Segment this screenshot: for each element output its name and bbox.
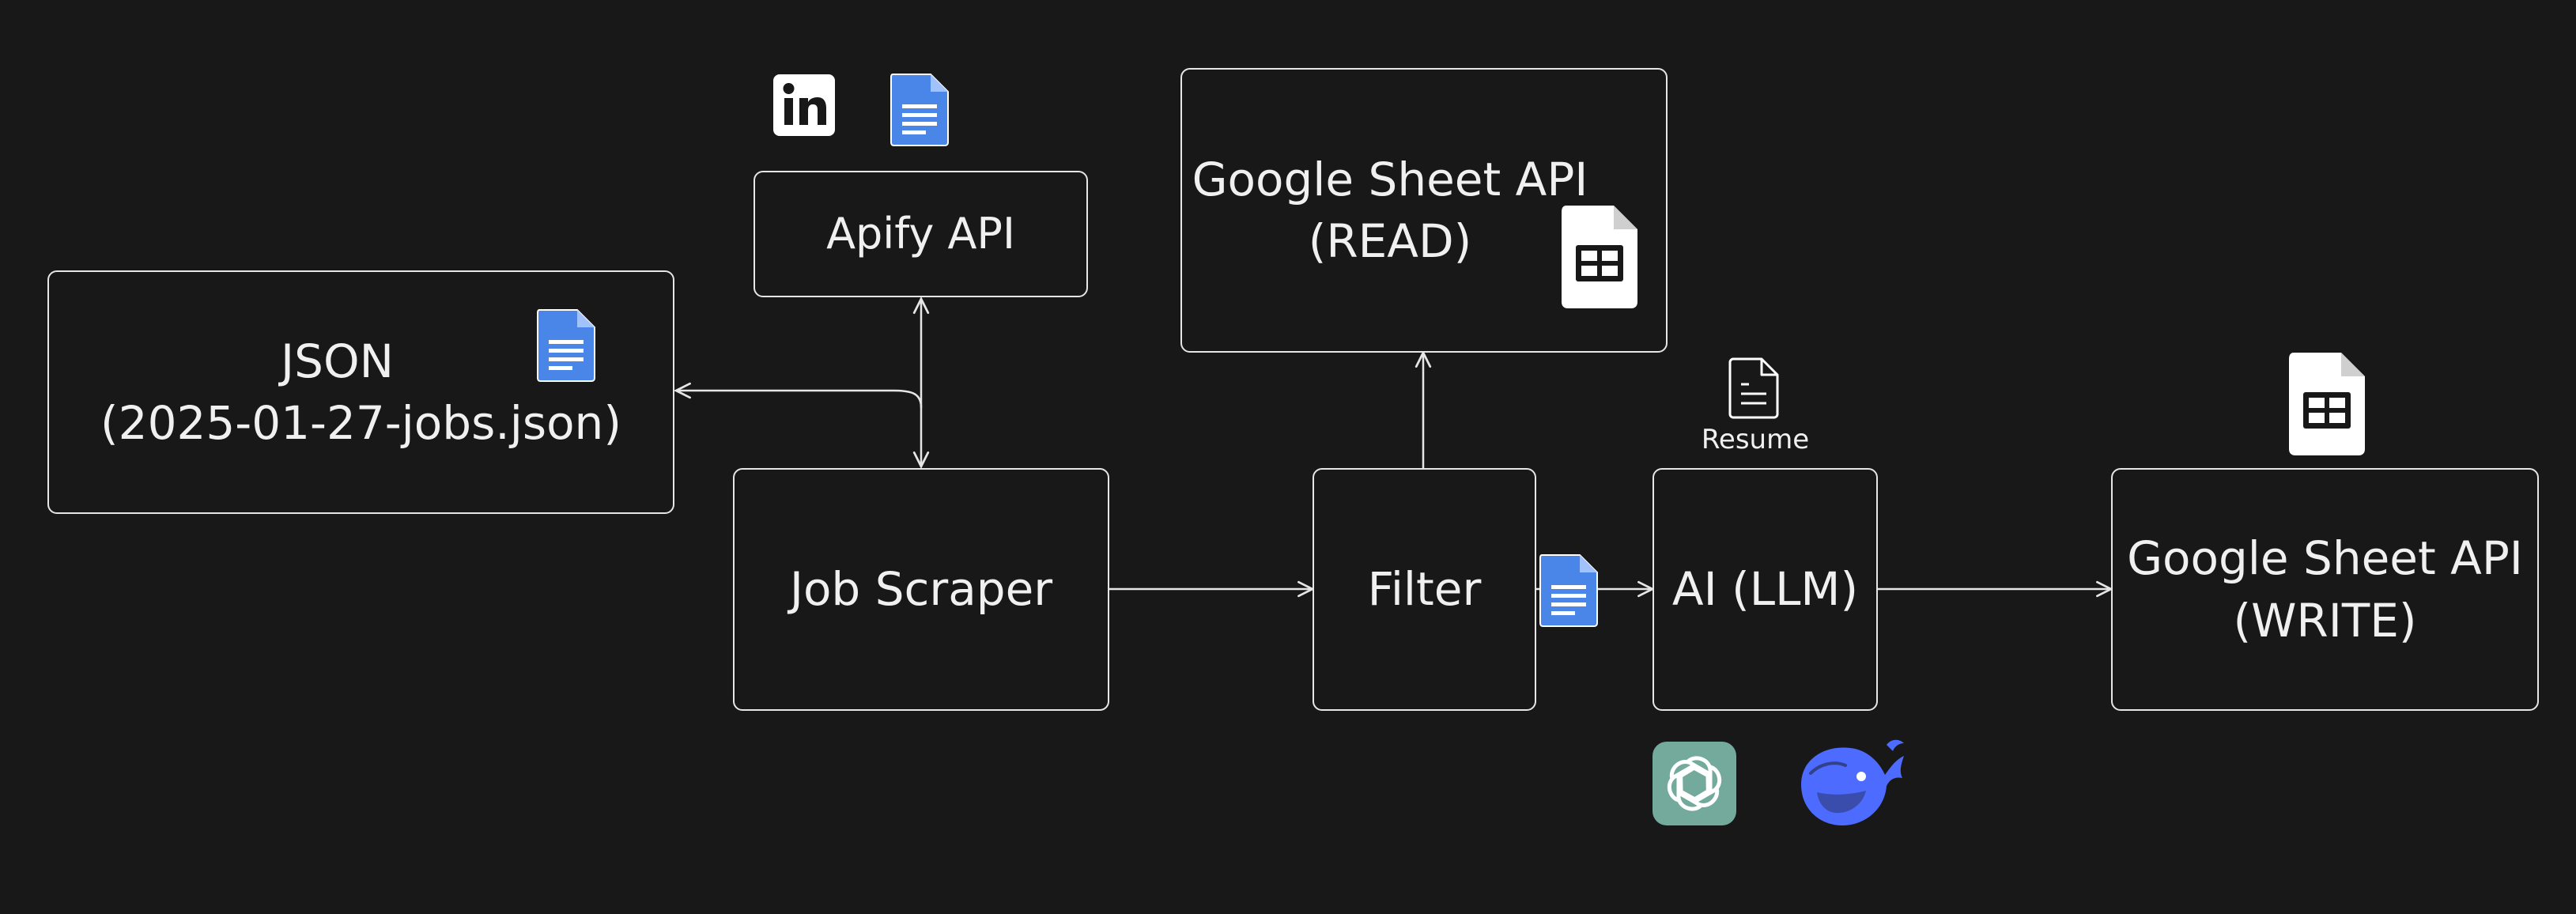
ai-llm-node: AI (LLM) — [1652, 468, 1878, 711]
json-file-icon — [537, 309, 595, 382]
sheet-read-mode: (READ) — [1308, 214, 1472, 268]
filter-title: Filter — [1367, 562, 1482, 617]
arrow-scraper-json — [676, 391, 923, 409]
sheet-write-mode: (WRITE) — [2233, 593, 2417, 648]
sheet-write-title: Google Sheet API — [2127, 531, 2523, 586]
resume-label: Resume — [1701, 424, 1810, 455]
json-store-node: JSON (2025-01-27-jobs.json) — [47, 270, 674, 514]
google-sheets-icon — [1562, 206, 1637, 308]
apify-api-title: Apify API — [826, 208, 1015, 259]
resume-file-icon — [1728, 357, 1779, 419]
apify-api-node: Apify API — [754, 171, 1088, 297]
linkedin-icon — [773, 74, 835, 136]
json-store-title: JSON — [281, 334, 394, 388]
google-sheets-write-icon — [2289, 353, 2365, 455]
sheet-read-node: Google Sheet API (READ) — [1180, 68, 1668, 353]
job-scraper-title: Job Scraper — [789, 562, 1053, 617]
deepseek-whale-icon — [1801, 739, 1904, 825]
sheet-write-node: Google Sheet API (WRITE) — [2111, 468, 2539, 711]
sheet-read-title: Google Sheet API — [1192, 152, 1588, 206]
filtered-jobs-doc-icon — [1539, 554, 1598, 627]
job-scraper-node: Job Scraper — [733, 468, 1109, 711]
json-store-filename: (2025-01-27-jobs.json) — [100, 396, 621, 450]
google-docs-icon — [890, 74, 949, 146]
filter-node: Filter — [1313, 468, 1536, 711]
ai-llm-title: AI (LLM) — [1671, 562, 1859, 617]
openai-icon — [1652, 742, 1736, 825]
